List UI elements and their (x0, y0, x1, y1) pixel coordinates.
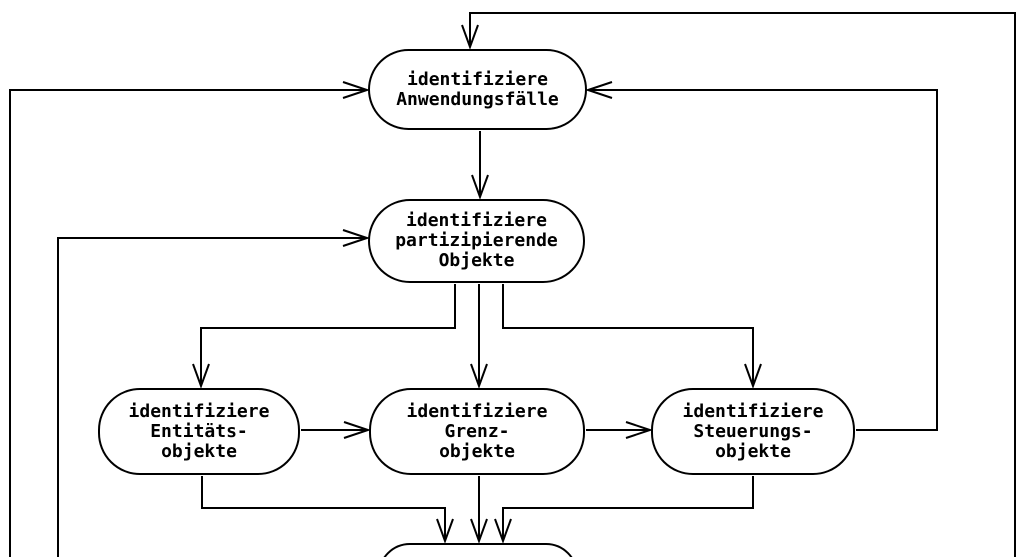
node-label-line: partizipierende (395, 230, 558, 251)
node-label-line: Entitäts- (150, 420, 248, 442)
node-label-line: Grenz- (444, 420, 510, 442)
node-label-line: objekte (439, 440, 515, 462)
node-label-line: identifiziere (682, 400, 824, 422)
node-label-line: identifiziere (406, 400, 548, 422)
edge-left-loop-to-partizipierende (57, 229, 371, 557)
node-label-line: identifiziere (128, 400, 270, 422)
node-label-line: Anwendungsfälle (396, 88, 559, 110)
node-identifiziere-entitaetsobjekte: identifiziere Entitäts- objekte (98, 388, 300, 475)
edge-steuerungs-to-anwendungsfaelle (584, 81, 938, 431)
node-identifiziere-steuerungsobjekte: identifiziere Steuerungs- objekte (651, 388, 855, 475)
node-identifiziere-partizipierende-objekte: identifiziere partizipierende Objekte (368, 199, 585, 283)
node-label-line: identifiziere (407, 68, 548, 90)
edge-grenz-to-bottom (470, 476, 488, 544)
edge-anwendungsfaelle-to-partizipierende (471, 131, 489, 200)
edge-partizipierende-to-steuerungs (502, 284, 762, 389)
node-identifiziere-grenzobjekte: identifiziere Grenz- objekte (369, 388, 585, 475)
node-label-line: objekte (161, 440, 237, 462)
edge-top-loop-to-anwendungsfaelle (461, 12, 1016, 557)
node-label-line: objekte (715, 440, 791, 462)
edge-entitaets-to-grenz (301, 421, 372, 439)
edge-grenz-to-steuerungs (586, 421, 654, 439)
edge-entitaets-to-bottom (201, 476, 454, 544)
edge-left-loop-to-anwendungsfaelle (9, 81, 371, 557)
edge-steuerungs-to-bottom (494, 476, 754, 544)
node-label-line: identifiziere (406, 210, 547, 231)
node-bottom-cutoff (378, 543, 578, 557)
edge-partizipierende-to-entitaets (192, 284, 456, 389)
node-label-line: Objekte (438, 250, 515, 271)
edge-partizipierende-to-grenz (470, 284, 488, 389)
node-identifiziere-anwendungsfaelle: identifiziere Anwendungsfälle (368, 49, 587, 130)
node-label-line: Steuerungs- (693, 420, 813, 442)
